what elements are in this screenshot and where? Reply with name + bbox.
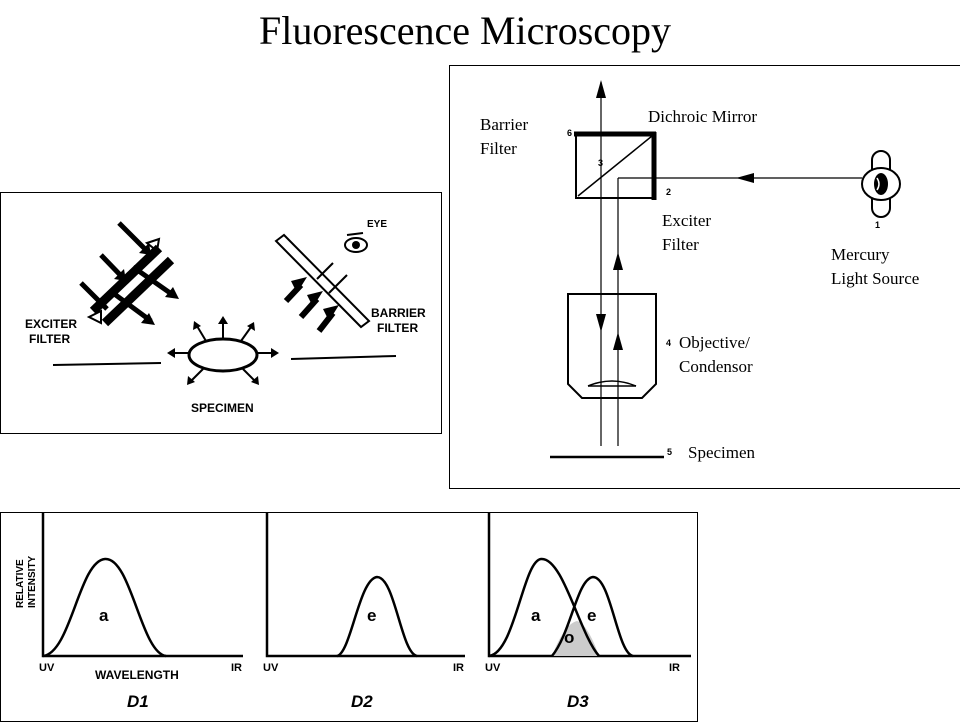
fluorescence-rays-icon xyxy=(173,321,273,382)
spectra-panel: RELATIVE INTENSITY a UV IR WAVELENGTH D1… xyxy=(0,512,698,722)
number-1: 1 xyxy=(875,220,880,230)
number-4: 4 xyxy=(666,338,671,348)
slide-right-line xyxy=(290,355,397,360)
d3-caption: D3 xyxy=(567,692,589,711)
page-title: Fluorescence Microscopy xyxy=(258,8,672,53)
exciter-filter-label-1: Exciter xyxy=(662,211,712,230)
slide-left-line xyxy=(52,362,162,366)
specimen-label: SPECIMEN xyxy=(191,401,254,415)
barrier-filter-icon xyxy=(274,233,371,329)
specimen-label: Specimen xyxy=(688,443,756,462)
d1-graph xyxy=(41,513,243,658)
d3-graph xyxy=(487,513,691,658)
d3-label-o: o xyxy=(564,628,574,647)
d3-ir: IR xyxy=(669,662,680,674)
d2-caption: D2 xyxy=(351,692,373,711)
d3-uv: UV xyxy=(485,662,501,674)
fluorescence-ray-heads-icon xyxy=(167,316,279,385)
mercury-lamp-icon xyxy=(861,150,901,218)
emission-arrowheads-icon xyxy=(291,277,339,321)
d2-graph xyxy=(265,513,465,658)
lens-element-icon xyxy=(587,380,637,387)
d2-ir: IR xyxy=(453,662,464,674)
objective-lens-icon xyxy=(567,293,657,399)
excitation-arrowheads-icon xyxy=(95,243,179,325)
filter-schematic-drawing: EXCITER FILTER EYE BARRIER FILTER xyxy=(25,219,426,415)
mercury-label-2: Light Source xyxy=(831,269,920,288)
number-5: 5 xyxy=(667,447,672,457)
blocked-arrowhead-icon xyxy=(86,309,102,325)
exciter-label-2: FILTER xyxy=(29,332,70,346)
exciter-label-1: EXCITER xyxy=(25,317,77,331)
d2-label-e: e xyxy=(367,606,376,625)
eye-label: EYE xyxy=(367,219,387,230)
d1-caption: D1 xyxy=(127,692,149,711)
barrier-label-2: FILTER xyxy=(377,321,418,335)
objective-label-2: Condensor xyxy=(679,357,753,376)
ray-arrow-up-icon xyxy=(613,252,623,270)
spectra-drawing: RELATIVE INTENSITY a UV IR WAVELENGTH D1… xyxy=(15,513,691,711)
emission-curve-e xyxy=(336,575,418,658)
ray-arrow-up-icon xyxy=(613,332,623,350)
number-2: 2 xyxy=(666,187,671,197)
barrier-filter-label-1: Barrier xyxy=(480,115,529,134)
y-label-2: INTENSITY xyxy=(27,555,38,608)
emission-curve-e xyxy=(551,575,634,658)
exciter-filter-label-2: Filter xyxy=(662,235,699,254)
number-3: 3 xyxy=(598,158,603,168)
blocked-arrowhead-icon xyxy=(144,237,161,253)
illumination-arrowhead-icon xyxy=(736,173,754,183)
mercury-label-1: Mercury xyxy=(831,245,890,264)
dichroic-mirror-label: Dichroic Mirror xyxy=(648,107,758,126)
excitation-arrows-icon xyxy=(79,221,175,324)
ray-arrow-up-icon xyxy=(596,80,606,98)
ray-arrow-down-icon xyxy=(596,314,606,332)
dichroic-mirror-icon xyxy=(577,135,653,197)
d1-label-a: a xyxy=(99,606,109,625)
transmitted-arrows-icon xyxy=(316,262,348,294)
d1-ir: IR xyxy=(231,662,242,674)
filter-schematic-panel: EXCITER FILTER EYE BARRIER FILTER xyxy=(0,192,442,434)
absorption-curve-a xyxy=(488,557,600,658)
overlap-region xyxy=(552,621,599,656)
eye-icon xyxy=(344,232,368,253)
light-path-drawing: 6 3 2 1 4 5 xyxy=(550,80,901,459)
d3-label-a: a xyxy=(531,606,541,625)
d1-uv: UV xyxy=(39,662,55,674)
absorption-curve-a xyxy=(42,557,167,658)
d2-uv: UV xyxy=(263,662,279,674)
x-label: WAVELENGTH xyxy=(95,668,179,682)
microscope-path-panel: 6 3 2 1 4 5 Barrier Filter Dichroic Mirr… xyxy=(449,65,960,489)
number-6: 6 xyxy=(567,128,572,138)
specimen-icon xyxy=(187,337,259,373)
y-label-1: RELATIVE xyxy=(15,559,26,608)
d3-label-e: e xyxy=(587,606,596,625)
barrier-label-1: BARRIER xyxy=(371,306,426,320)
barrier-filter-label-2: Filter xyxy=(480,139,517,158)
objective-label-1: Objective/ xyxy=(679,333,750,352)
